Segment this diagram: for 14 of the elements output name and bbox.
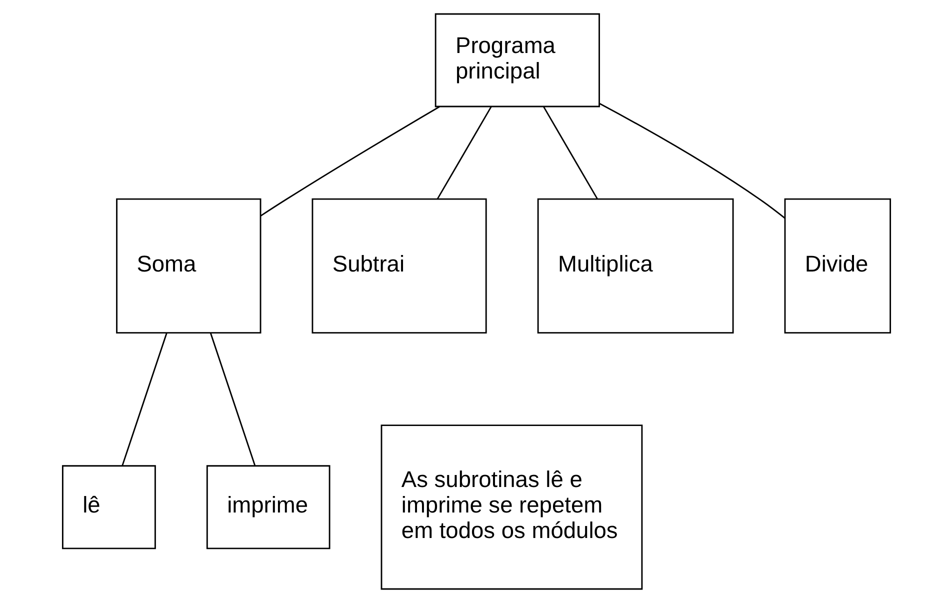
- node-box: Soma: [116, 198, 261, 334]
- node-box: imprime: [206, 465, 330, 550]
- node-box: lê: [61, 465, 156, 550]
- node-box: Divide: [784, 198, 891, 334]
- connector: [436, 106, 492, 200]
- node-box: Multiplica: [536, 198, 734, 334]
- connector: [260, 106, 440, 216]
- node-box: As subrotinas lê e imprime se repetem em todos os módulos: [380, 424, 642, 590]
- connector: [121, 332, 167, 466]
- connector: [209, 332, 256, 466]
- connector: [598, 103, 785, 219]
- connector: [542, 106, 598, 200]
- node-box: Programa principal: [434, 13, 600, 108]
- node-box: Subtrai: [311, 198, 486, 334]
